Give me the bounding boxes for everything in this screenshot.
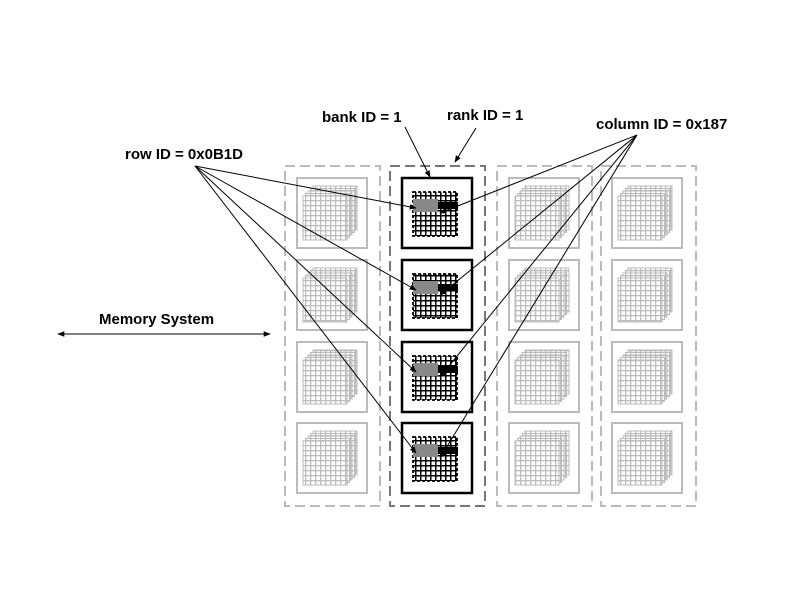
column-highlight bbox=[438, 202, 458, 209]
bank-r2-b0 bbox=[508, 177, 580, 249]
bank-r1-b0 bbox=[400, 176, 474, 250]
rank-3 bbox=[600, 165, 697, 507]
column-highlight bbox=[438, 447, 458, 454]
rank-2 bbox=[496, 165, 593, 507]
bank-r0-b0 bbox=[296, 177, 368, 249]
column-highlight bbox=[438, 366, 458, 373]
rank-id-label: rank ID = 1 bbox=[447, 107, 523, 124]
bank-r0-b2 bbox=[296, 341, 368, 413]
bank-r3-b1 bbox=[611, 259, 683, 331]
row-id-pointer bbox=[194, 165, 417, 291]
memory-system-label: Memory System bbox=[99, 311, 214, 328]
row-id-pointer bbox=[194, 165, 417, 373]
rank-0 bbox=[284, 165, 381, 507]
bank-r3-b3 bbox=[611, 422, 683, 494]
row-id-pointer bbox=[194, 165, 417, 454]
bank-r3-b2 bbox=[611, 341, 683, 413]
bank-r2-b1 bbox=[508, 259, 580, 331]
bank-r1-b3 bbox=[400, 421, 474, 495]
bank-r2-b2 bbox=[508, 341, 580, 413]
row-id-label: row ID = 0x0B1D bbox=[125, 146, 243, 163]
rank-id-arrow bbox=[454, 127, 477, 163]
row-id-pointer bbox=[194, 165, 417, 210]
row-highlight bbox=[413, 363, 438, 376]
arrows-layer bbox=[194, 134, 638, 459]
column-id-pointer bbox=[439, 134, 638, 378]
row-highlight bbox=[413, 199, 438, 212]
ranks-layer bbox=[284, 165, 697, 507]
bank-r3-b0 bbox=[611, 177, 683, 249]
column-highlight bbox=[438, 284, 458, 291]
column-id-label: column ID = 0x187 bbox=[596, 116, 727, 133]
bank-id-label: bank ID = 1 bbox=[322, 109, 402, 126]
bank-r1-b2 bbox=[400, 340, 474, 414]
bank-r0-b3 bbox=[296, 422, 368, 494]
column-id-pointer bbox=[439, 134, 638, 214]
column-id-pointer bbox=[439, 134, 638, 296]
row-highlight bbox=[413, 444, 438, 457]
rank-1 bbox=[389, 165, 486, 507]
bank-r1-b1 bbox=[400, 258, 474, 332]
bank-id-arrow bbox=[404, 126, 431, 178]
row-highlight bbox=[413, 281, 438, 294]
column-id-pointer bbox=[439, 134, 638, 459]
bank-r2-b3 bbox=[508, 422, 580, 494]
